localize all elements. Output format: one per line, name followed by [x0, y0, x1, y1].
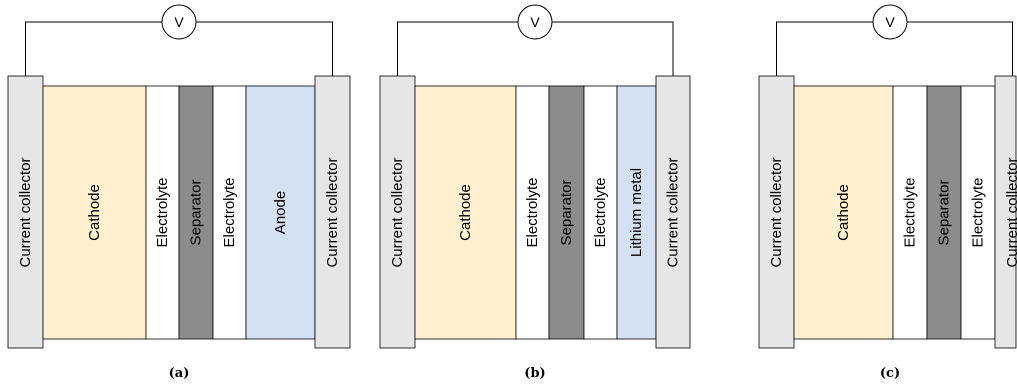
layer-current-collector — [7, 75, 44, 349]
layer-anode — [245, 85, 316, 340]
layer-separator — [548, 85, 585, 340]
panel-caption: (a) — [169, 366, 190, 381]
layer-label: Current collector — [768, 157, 785, 267]
layer-current-collector — [314, 75, 351, 349]
layer-label: Electrolyte — [902, 177, 919, 247]
layer-label: Electrolyte — [221, 177, 238, 247]
layer-separator — [926, 85, 962, 340]
panel-caption: (c) — [880, 366, 900, 381]
layer-label: Separator — [936, 180, 953, 246]
voltmeter-icon — [517, 4, 553, 40]
panel-b: V Current collector Cathode Electrolyte Sepa… — [379, 4, 691, 381]
layer-electrolyte — [212, 85, 247, 340]
circuit-wire-left — [25, 21, 162, 76]
layer-label: Anode — [272, 191, 289, 234]
circuit-wire-left — [776, 21, 873, 76]
circuit-wire-right — [552, 21, 674, 76]
layer-electrolyte — [145, 85, 180, 340]
layer-current-collector — [655, 75, 691, 349]
voltmeter-label: V — [885, 14, 895, 30]
layer-separator — [178, 85, 214, 340]
panel-c: V Current collector Cathode Electrolyte Sepa… — [758, 4, 1017, 381]
layer-label: Electrolyte — [154, 177, 171, 247]
layer-lithium-metal — [616, 85, 657, 340]
voltmeter-icon — [161, 4, 197, 40]
panel-caption: (b) — [524, 366, 545, 381]
layer-label: Electrolyte — [592, 177, 609, 247]
voltmeter-label: V — [530, 14, 540, 30]
layer-current-collector — [379, 75, 416, 349]
layer-label: Current collector — [324, 157, 341, 267]
layer-cathode — [414, 85, 517, 340]
layer-label: Current collector — [1004, 157, 1017, 267]
layer-label: Current collector — [17, 157, 34, 267]
layer-label: Electrolyte — [970, 177, 987, 247]
voltmeter-icon — [872, 4, 908, 40]
layer-cathode — [42, 85, 147, 340]
layer-cathode — [793, 85, 894, 340]
layer-label: Cathode — [835, 184, 852, 241]
layer-electrolyte — [960, 85, 996, 340]
panel-a: V Current collector Cathode Electrolyte Sepa… — [7, 4, 351, 381]
voltmeter-label: V — [174, 14, 184, 30]
layer-label: Separator — [558, 180, 575, 246]
circuit-wire-right — [907, 21, 1013, 76]
circuit-wire-right — [196, 21, 333, 76]
layer-label: Separator — [188, 180, 205, 246]
layer-electrolyte — [515, 85, 550, 340]
layer-current-collector — [994, 75, 1017, 349]
layer-label: Lithium metal — [628, 168, 645, 257]
layer-electrolyte — [892, 85, 928, 340]
layer-label: Current collector — [389, 157, 406, 267]
layer-label: Current collector — [665, 157, 682, 267]
layer-electrolyte — [583, 85, 618, 340]
layer-current-collector — [758, 75, 795, 349]
circuit-wire-left — [397, 21, 518, 76]
layer-label: Electrolyte — [524, 177, 541, 247]
layer-label: Cathode — [457, 184, 474, 241]
layer-label: Cathode — [86, 184, 103, 241]
